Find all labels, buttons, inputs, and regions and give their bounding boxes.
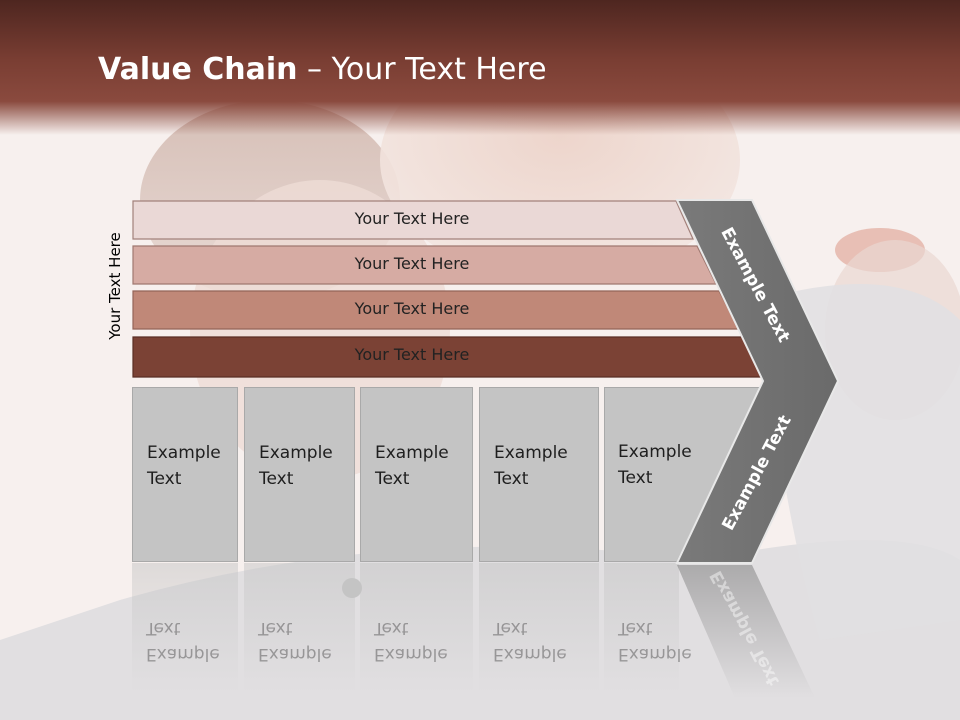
band-2-label: Your Text Here (354, 254, 470, 273)
band-2: Your Text Here (132, 245, 717, 285)
title-bold: Value Chain (98, 52, 298, 87)
chevron-reflection (677, 565, 815, 698)
band-3: Your Text Here (132, 290, 740, 330)
header-band (0, 0, 960, 135)
band-4: Your Text Here (132, 336, 764, 378)
slide-title: Value Chain – Your Text Here (98, 52, 547, 87)
chevron-shape (675, 199, 840, 564)
band-1: Your Text Here (132, 200, 694, 240)
title-rest: – Your Text Here (297, 52, 547, 87)
band-3-label: Your Text Here (354, 299, 470, 318)
band-4-label: Your Text Here (354, 345, 470, 364)
side-label: Your Text Here (106, 232, 124, 340)
band-1-label: Your Text Here (354, 209, 470, 228)
